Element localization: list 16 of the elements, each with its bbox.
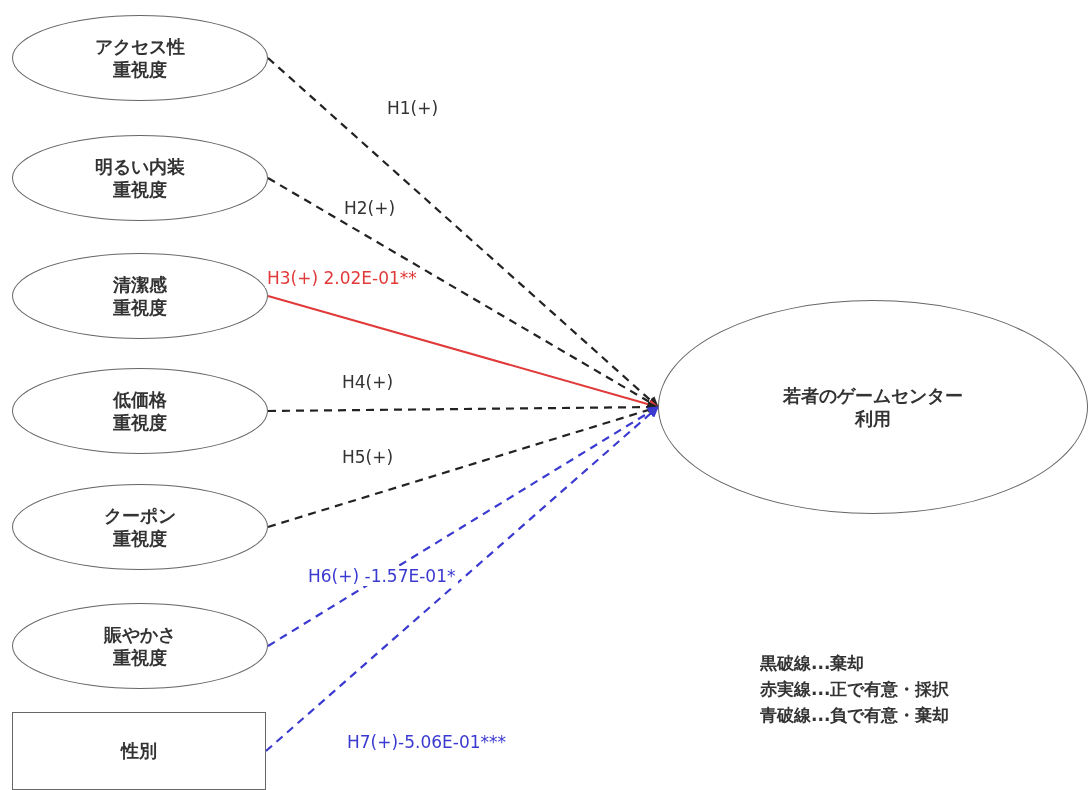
ellipse-node: 清潔感重視度 xyxy=(12,253,268,339)
ellipse-node: 若者のゲームセンター利用 xyxy=(658,300,1088,514)
edge-label: H7(+)-5.06E-01*** xyxy=(345,732,509,752)
ellipse-node: クーポン重視度 xyxy=(12,484,268,570)
arrow xyxy=(267,57,659,408)
edge-label: H6(+) -1.57E-01* xyxy=(306,566,458,586)
arrow xyxy=(265,406,659,752)
ellipse-node: 明るい内装重視度 xyxy=(12,135,268,221)
ellipse-node: 賑やかさ重視度 xyxy=(12,603,268,689)
legend-note: 青破線...負で有意・棄却 xyxy=(760,704,950,727)
legend-note: 黒破線...棄却 xyxy=(760,652,865,675)
ellipse-node: アクセス性重視度 xyxy=(12,15,268,101)
legend-note: 赤実線...正で有意・採択 xyxy=(760,678,950,701)
box-node: 性別 xyxy=(12,712,266,790)
edge-label: H3(+) 2.02E-01** xyxy=(265,268,419,288)
ellipse-node: 低価格重視度 xyxy=(12,368,268,454)
